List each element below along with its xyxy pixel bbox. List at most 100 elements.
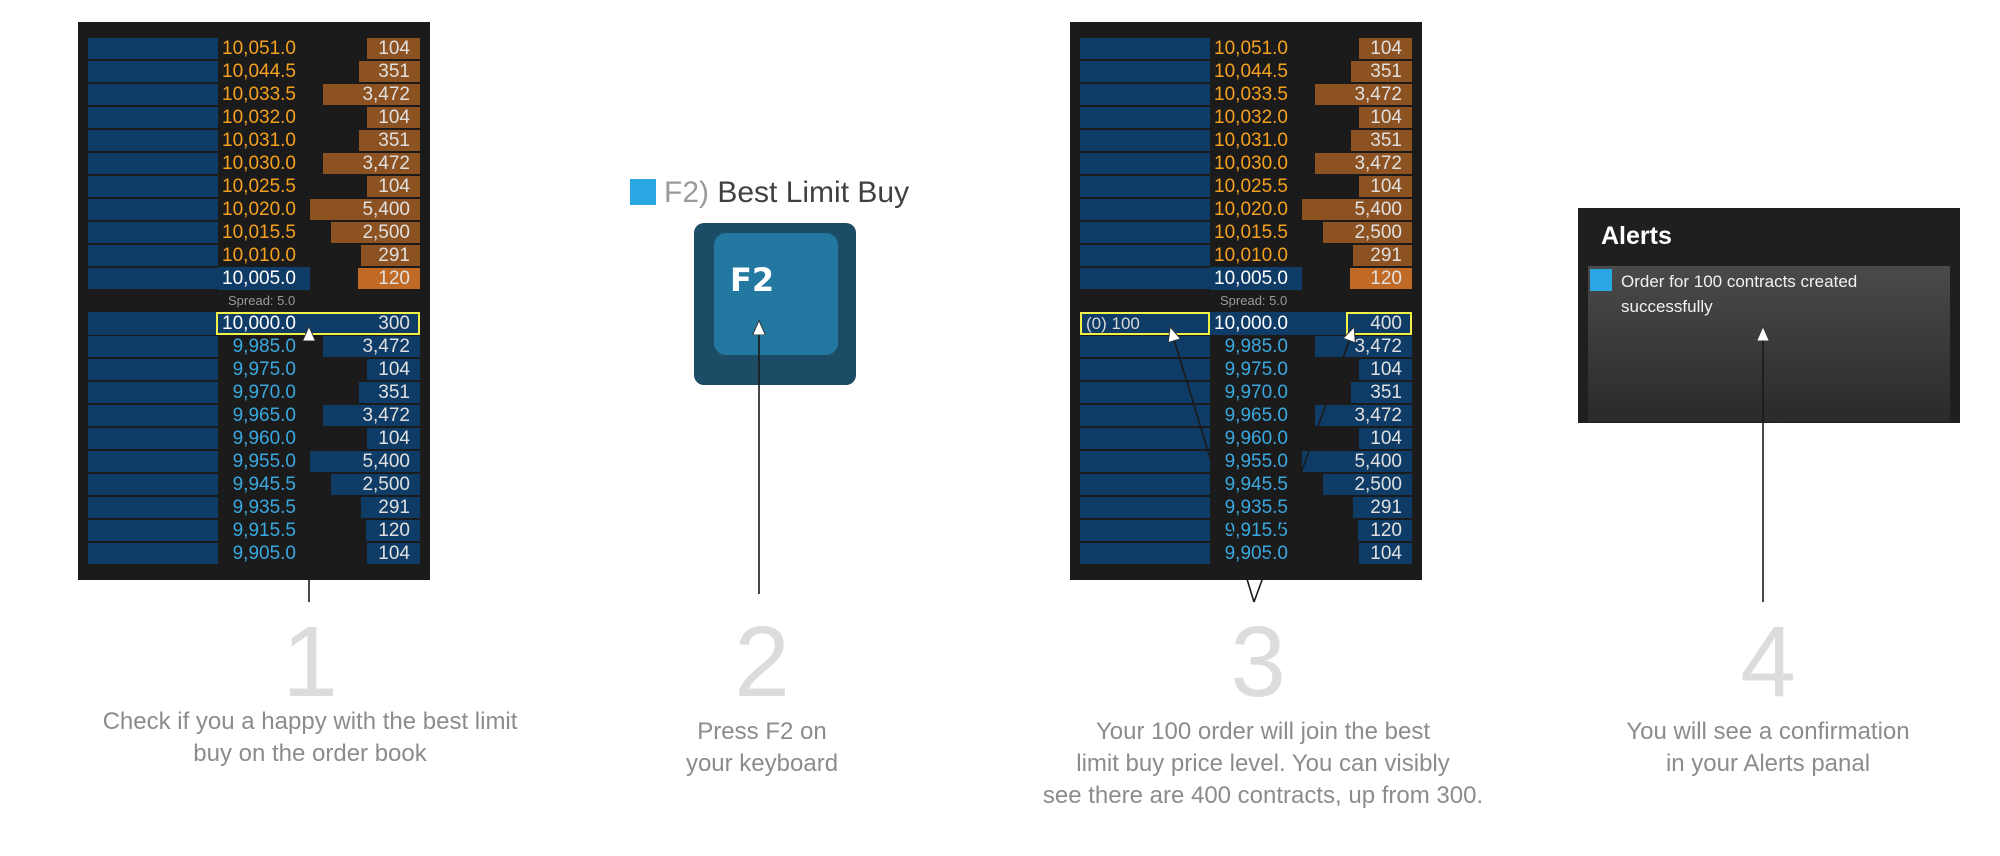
bid-cell[interactable]: [1080, 130, 1210, 151]
bid-cell[interactable]: [1080, 84, 1210, 105]
bid-cell[interactable]: [88, 245, 218, 266]
bid-cell[interactable]: [88, 497, 218, 518]
bid-cell[interactable]: [1080, 405, 1210, 426]
step-caption-4: You will see a confirmation in your Aler…: [1626, 718, 1910, 777]
bid-cell[interactable]: [88, 451, 218, 472]
bid-cell[interactable]: [88, 176, 218, 197]
bid-cell[interactable]: [88, 84, 218, 105]
alert-message[interactable]: Order for 100 contracts created successf…: [1621, 272, 1858, 316]
bid-cell[interactable]: [1080, 61, 1210, 82]
f2-key[interactable]: F2: [694, 223, 856, 385]
bid-cell[interactable]: [1080, 451, 1210, 472]
bid-cell[interactable]: [88, 130, 218, 151]
bid-cell[interactable]: [1080, 38, 1210, 59]
bid-cell[interactable]: [88, 313, 218, 334]
bid-cell[interactable]: [1080, 153, 1210, 174]
bid-cell[interactable]: [88, 38, 218, 59]
bid-cell[interactable]: [88, 359, 218, 380]
bid-cell[interactable]: [1080, 107, 1210, 128]
bid-cell[interactable]: [88, 428, 218, 449]
size-bar: [1323, 222, 1412, 243]
price-label: 9,915.5: [1224, 520, 1288, 541]
bid-cell[interactable]: [88, 336, 218, 357]
bid-cell[interactable]: [88, 405, 218, 426]
bid-cell[interactable]: [1080, 382, 1210, 403]
bid-cell[interactable]: [1080, 474, 1210, 495]
bid-cell[interactable]: [88, 61, 218, 82]
bid-cell[interactable]: [1080, 543, 1210, 564]
size-label: 351: [378, 130, 410, 151]
bid-cell[interactable]: [1080, 176, 1210, 197]
size-label: 104: [1370, 543, 1402, 564]
bid-cell[interactable]: [1080, 268, 1210, 289]
bid-cell[interactable]: [88, 543, 218, 564]
bid-cell[interactable]: [1080, 428, 1210, 449]
bid-cell[interactable]: [88, 474, 218, 495]
bid-cell[interactable]: [1080, 359, 1210, 380]
size-label: 351: [378, 61, 410, 82]
bid-cell[interactable]: [88, 199, 218, 220]
f2-keycap[interactable]: F2: [714, 233, 838, 355]
bid-cell[interactable]: [1080, 520, 1210, 541]
size-label: 2,500: [1354, 474, 1402, 495]
bid-cell[interactable]: [88, 382, 218, 403]
price-label: 9,975.0: [232, 359, 296, 380]
alerts-panel: Alerts Order for 100 contracts created s…: [1578, 208, 1960, 423]
bid-cell[interactable]: [88, 107, 218, 128]
bid-cell[interactable]: [1080, 245, 1210, 266]
bid-cell[interactable]: [88, 222, 218, 243]
price-cell: 9,975.0: [218, 358, 310, 381]
spread-label: Spread: 5.0: [228, 293, 296, 308]
bid-cell[interactable]: [1080, 497, 1210, 518]
bid-cell[interactable]: [88, 153, 218, 174]
my-order-label[interactable]: (0) 100: [1086, 314, 1140, 333]
bid-cell[interactable]: [1080, 222, 1210, 243]
bid-cell[interactable]: [88, 268, 218, 289]
bid-cell[interactable]: [1080, 199, 1210, 220]
bid-cell[interactable]: [88, 520, 218, 541]
